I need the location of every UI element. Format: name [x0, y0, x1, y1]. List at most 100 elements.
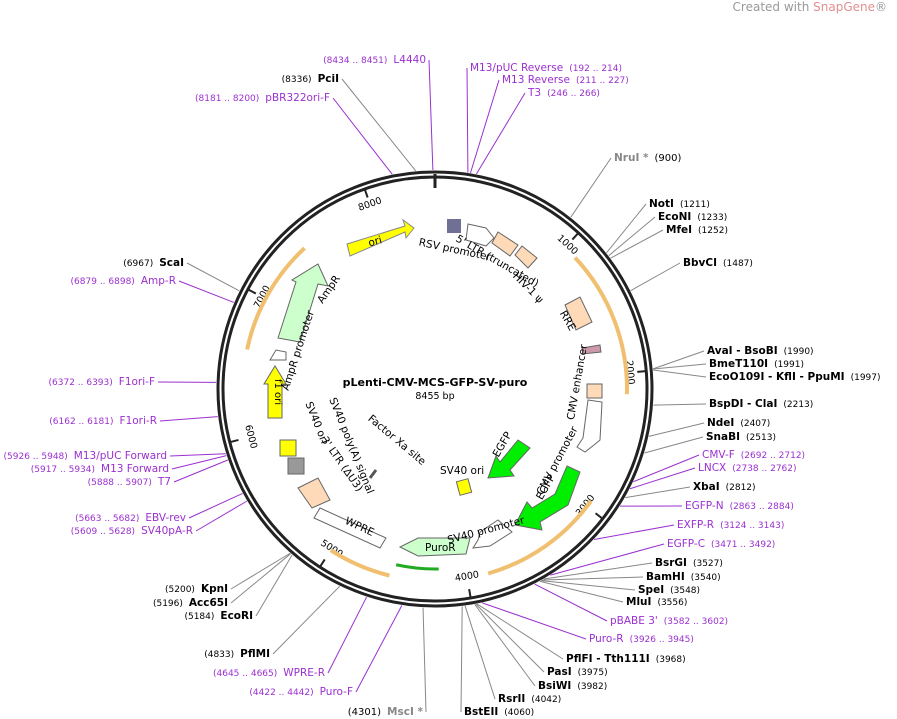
site-label-bmet110i[interactable]: BmeT110I(1991)	[709, 358, 804, 371]
site-label-nrui-[interactable]: NruI *(900)	[614, 152, 681, 165]
site-label-wpre-r[interactable]: (4645 .. 4665)WPRE-R	[213, 667, 325, 680]
site-label-avai-bsobi[interactable]: AvaI - BsoBI(1990)	[707, 345, 814, 358]
site-label-sv40pa-r[interactable]: (5609 .. 5628)SV40pA-R	[71, 525, 193, 538]
primer-cluster	[447, 219, 461, 233]
site-label-pflmi[interactable]: (4833)PflMI	[204, 648, 270, 661]
site-label-ebv-rev[interactable]: (5663 .. 5682)EBV-rev	[75, 512, 186, 525]
site-label-xbai[interactable]: XbaI(2812)	[693, 481, 756, 494]
site-label-puro-f[interactable]: (4422 .. 4442) Puro-F	[249, 686, 353, 699]
sv40-ori-inner-feature[interactable]	[455, 478, 473, 496]
ori-feature[interactable]	[346, 218, 415, 257]
ltr3-feature[interactable]	[297, 477, 331, 509]
site-label-rsrii[interactable]: RsrII(4042)	[498, 693, 561, 706]
site-label-lncx[interactable]: LNCX(2738 .. 2762)	[698, 462, 797, 475]
site-label-noti[interactable]: NotI(1211)	[649, 198, 710, 211]
orf-arc[interactable]	[573, 256, 629, 395]
ampr-feature[interactable]	[277, 263, 329, 343]
rsv-promoter-feature[interactable]	[465, 223, 495, 247]
puror-feature[interactable]	[398, 537, 471, 557]
site-label-bbvci[interactable]: BbvCI(1487)	[683, 257, 753, 270]
site-label-l4440[interactable]: (8434 .. 8451)L4440	[323, 54, 426, 67]
site-label-ndei[interactable]: NdeI(2407)	[707, 417, 770, 430]
orf-arc[interactable]	[245, 246, 306, 350]
ampr-promoter-feature[interactable]	[269, 349, 287, 361]
site-label-f1ori-f[interactable]: (6372 .. 6393)F1ori-F	[49, 376, 156, 389]
puror-orf-arc[interactable]	[395, 563, 439, 571]
site-label-exfp-r[interactable]: EXFP-R(3124 .. 3143)	[677, 519, 784, 532]
egfp-feature-2[interactable]	[487, 439, 531, 479]
misc-feature	[581, 344, 602, 355]
site-name: Puro-F	[319, 686, 353, 698]
site-label-msci-[interactable]: (4301)MscI *	[348, 706, 423, 719]
site-label-bsteii[interactable]: BstEII(4060)	[464, 706, 534, 719]
site-label-spei[interactable]: SpeI(3548)	[638, 584, 700, 597]
site-name: KpnI	[200, 583, 228, 595]
site-label-bamhi[interactable]: BamHI(3540)	[646, 571, 721, 584]
site-label-bsiwi[interactable]: BsiWI(3982)	[538, 680, 607, 693]
site-name: CMV-F	[702, 449, 735, 461]
leader-line	[230, 553, 291, 604]
site-name: BsrGI	[655, 557, 687, 569]
site-label-econi[interactable]: EcoNI(1233)	[658, 211, 727, 224]
site-label-egfp-n[interactable]: EGFP-N(2863 .. 2884)	[685, 500, 794, 513]
leader-line	[633, 454, 700, 483]
site-label-t7[interactable]: (5888 .. 5907)T7	[88, 476, 171, 489]
site-name: BmeT110I	[709, 358, 769, 370]
leader-line	[540, 580, 636, 591]
cmv-promoter-feature[interactable]	[576, 399, 603, 453]
cmv-enhancer-feature[interactable]	[586, 383, 603, 399]
site-label-kpni[interactable]: (5200)KpnI	[165, 583, 228, 596]
site-name: pBABE 3'	[610, 615, 658, 627]
site-label-ecoo109i-kfli-ppumi[interactable]: EcoO109I - KflI - PpuMI(1997)	[709, 371, 881, 384]
leader-line	[482, 602, 587, 640]
site-label-acc65i[interactable]: (5196)Acc65I	[153, 597, 228, 610]
site-label-m13-reverse[interactable]: M13 Reverse(211 .. 227)	[502, 74, 629, 87]
site-label-bsrgi[interactable]: BsrGI (3527)	[655, 557, 723, 570]
site-label-t3[interactable]: T3(246 .. 266)	[528, 87, 600, 100]
site-position: (1233)	[697, 213, 728, 223]
site-name: NdeI	[707, 417, 735, 429]
site-name: EGFP-N	[685, 500, 724, 512]
site-name: M13/pUC Reverse	[470, 62, 564, 74]
site-label-snabi[interactable]: SnaBI(2513)	[706, 431, 776, 444]
site-label-ecori[interactable]: (5184)EcoRI	[184, 610, 253, 623]
leader-lines	[157, 59, 707, 713]
site-label-scai[interactable]: (6967)ScaI	[123, 257, 184, 270]
site-label-bspdi-clai[interactable]: BspDI - ClaI(2213)	[709, 398, 813, 411]
site-label-f1ori-r[interactable]: (6162 .. 6181)F1ori-R	[49, 415, 157, 428]
site-label-pbabe-3-[interactable]: pBABE 3'(3582 .. 3602)	[610, 615, 728, 628]
site-label-mfei[interactable]: MfeI(1252)	[666, 224, 728, 237]
site-label-pbr322ori-f[interactable]: (8181 .. 8200)pBR322ori-F	[195, 92, 330, 105]
site-position: (2738 .. 2762)	[732, 464, 797, 474]
site-position: (3527)	[692, 559, 723, 569]
site-label-pasi[interactable]: PasI(3975)	[547, 666, 608, 679]
hiv-psi-feature[interactable]	[514, 245, 538, 269]
site-position: (8336)	[281, 75, 312, 85]
leader-line	[653, 363, 707, 370]
site-name: RsrII	[498, 693, 526, 705]
leader-line	[608, 216, 656, 257]
site-label-pcii[interactable]: (8336)PciI	[282, 73, 339, 86]
f1-ori-feature[interactable]	[263, 365, 287, 419]
site-label-m13-puc-forward[interactable]: (5926 .. 5948)M13/pUC Forward	[4, 450, 167, 463]
orf-arc[interactable]	[329, 548, 390, 578]
site-label-m13-forward[interactable]: (5917 .. 5934)M13 Forward	[31, 463, 169, 476]
site-name: F1ori-R	[119, 415, 157, 427]
orf-arcs	[245, 246, 629, 578]
leader-line	[606, 203, 647, 254]
sv40-promoter-feature[interactable]	[472, 519, 513, 549]
site-label-amp-r[interactable]: (6879 .. 6898)Amp-R	[71, 275, 176, 288]
orf-arc[interactable]	[487, 499, 593, 576]
rre-feature[interactable]	[564, 296, 593, 331]
site-label-mlui[interactable]: MluI(3556)	[626, 596, 687, 609]
site-position: (4422 .. 4442)	[249, 688, 314, 698]
site-label-pflfi-tth111i[interactable]: PflFI - Tth111I(3968)	[566, 653, 686, 666]
site-label-cmv-f[interactable]: CMV-F(2692 .. 2712)	[702, 449, 805, 462]
site-label-puro-r[interactable]: Puro-R(3926 .. 3945)	[589, 633, 694, 646]
egfp-feature-1[interactable]	[514, 465, 581, 531]
site-label-m13-puc-reverse[interactable]: M13/pUC Reverse(192 .. 214)	[470, 62, 622, 75]
sv40-ori-feature[interactable]	[279, 439, 297, 457]
site-label-egfp-c[interactable]: EGFP-C(3471 .. 3492)	[667, 538, 775, 551]
ltr5-feature[interactable]	[491, 231, 519, 257]
wpre-feature[interactable]	[313, 507, 387, 549]
